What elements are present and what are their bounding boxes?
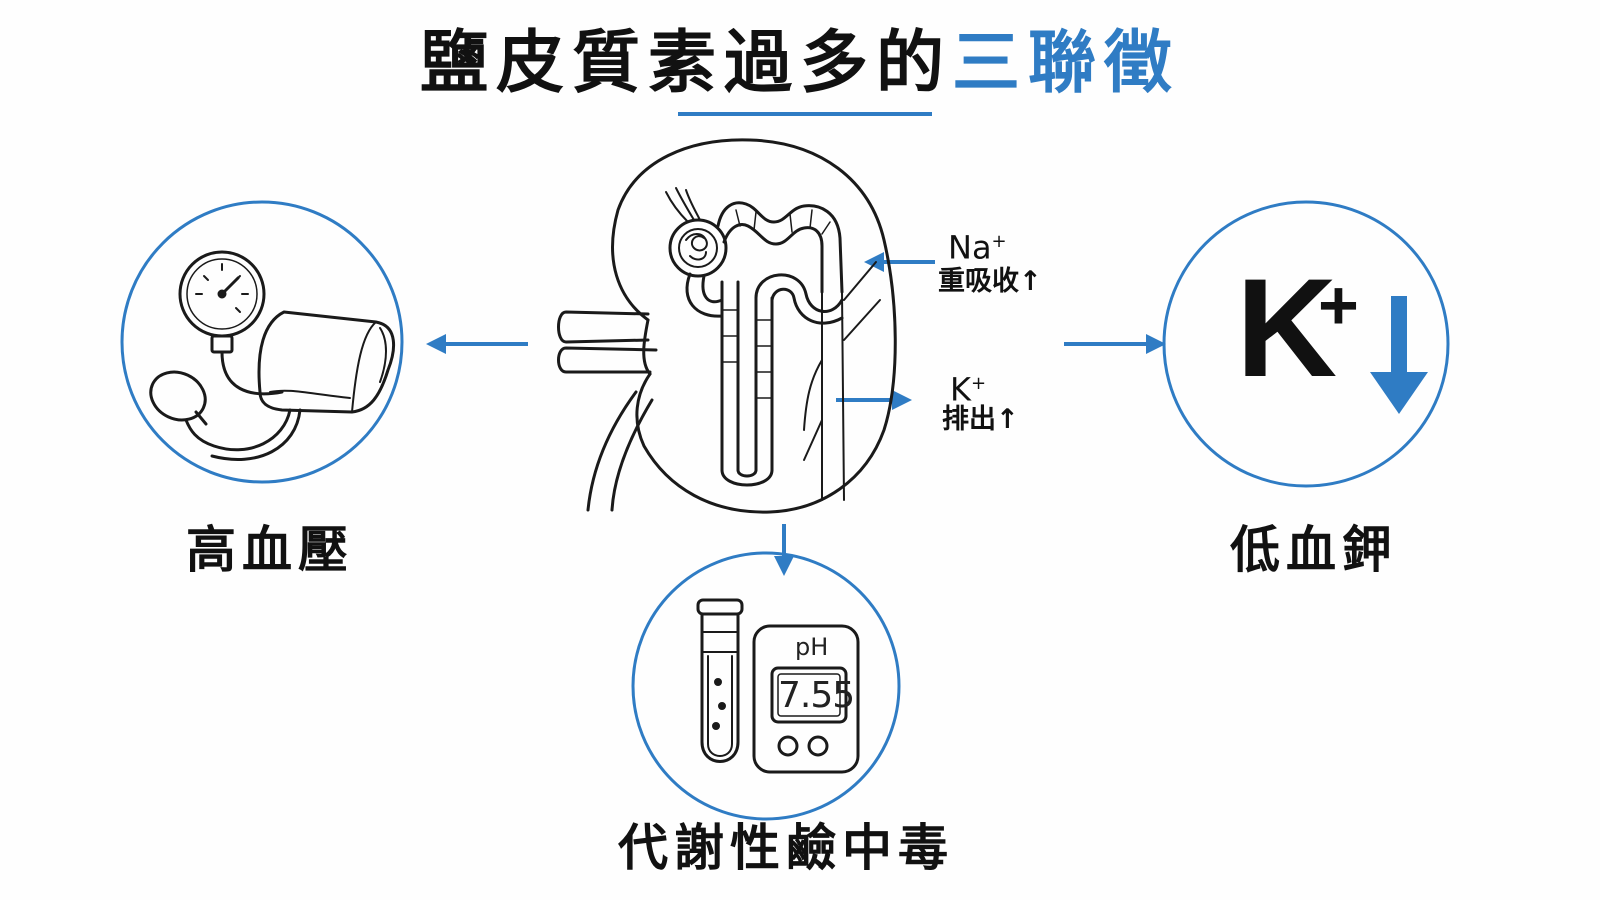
test-tube-icon — [696, 598, 744, 763]
na-reabsorption-note: 重吸收↑ — [938, 266, 1042, 297]
title-main: 鹽皮質素過多的 — [419, 24, 952, 103]
potassium-symbol: K — [1236, 249, 1338, 406]
alkalosis-label: 代謝性鹼中毒 — [618, 819, 954, 877]
k-excretion-note: 排出↑ — [942, 404, 1019, 435]
alkalosis-circle — [631, 551, 901, 821]
ph-meter-value: 7.55 — [778, 675, 855, 716]
ph-meter-label: pH — [795, 633, 829, 661]
hypertension-circle — [120, 200, 404, 484]
page-title: 鹽皮質素過多的三聯徵 — [0, 22, 1600, 106]
hypertension-label: 高血壓 — [186, 521, 354, 579]
title-accent: 三聯徵 — [952, 24, 1181, 103]
title-underline — [678, 112, 932, 116]
na-ion-label: Na+ — [948, 228, 1007, 267]
down-arrow-icon — [1370, 296, 1428, 414]
kidney-icon — [557, 138, 897, 514]
hypokalemia-label: 低血鉀 — [1230, 521, 1398, 579]
potassium-charge: + — [1318, 266, 1359, 344]
ph-meter-icon — [752, 624, 860, 774]
blood-pressure-cuff-icon — [149, 250, 396, 461]
k-ion-label: K+ — [950, 370, 987, 409]
